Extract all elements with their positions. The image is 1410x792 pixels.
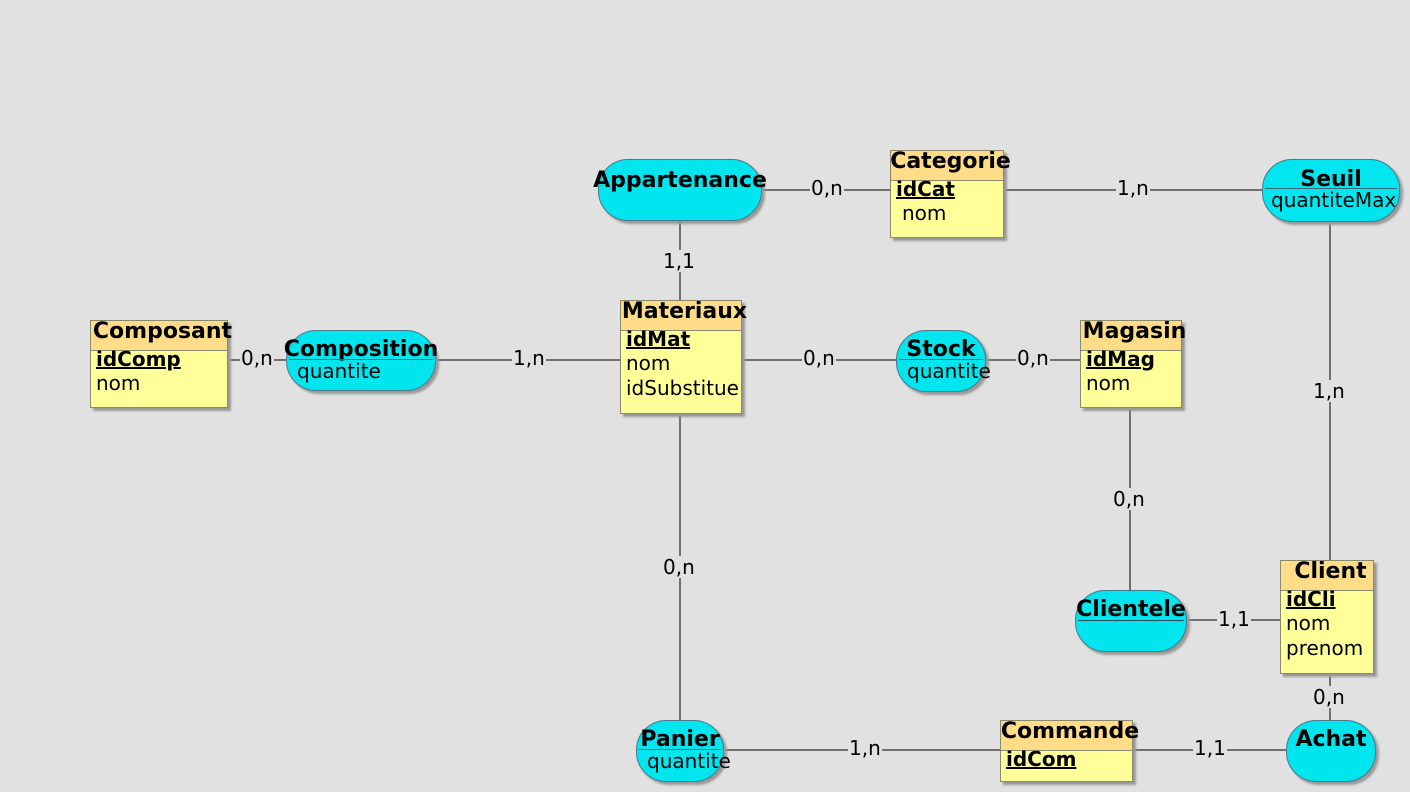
entity-attr: nom — [1286, 611, 1331, 635]
assoc-panier[interactable]: Panier quantite — [636, 720, 731, 782]
entity-client[interactable]: Client idCli nom prenom — [1280, 559, 1374, 674]
assoc-title: Clientele — [1076, 597, 1186, 622]
assoc-attr: quantiteMax — [1271, 188, 1397, 212]
assoc-separator — [639, 749, 721, 750]
cardinality-clientele-client: 1,1 — [1217, 607, 1251, 631]
entity-key: idCli — [1286, 587, 1336, 611]
assoc-title: Appartenance — [593, 168, 767, 193]
entity-magasin[interactable]: Magasin idMag nom — [1080, 319, 1186, 408]
cardinality-magasin-clientele: 0,n — [1112, 487, 1146, 511]
entity-attr: idSubstitue — [626, 376, 739, 400]
cardinality-client-achat: 0,n — [1312, 685, 1346, 709]
entity-title: Client — [1294, 559, 1367, 584]
cardinality-composition-materiaux: 1,n — [512, 346, 546, 370]
entity-attr: nom — [626, 351, 671, 375]
cardinality-materiaux-stock: 0,n — [802, 346, 836, 370]
assoc-title: Achat — [1295, 727, 1367, 752]
cardinality-categorie-seuil: 1,n — [1116, 176, 1150, 200]
assoc-seuil[interactable]: Seuil quantiteMax — [1262, 159, 1400, 222]
assoc-separator — [899, 359, 983, 360]
entity-materiaux[interactable]: Materiaux idMat nom idSubstitue — [620, 299, 747, 414]
cardinality-commande-achat: 1,1 — [1193, 736, 1227, 760]
assoc-stock[interactable]: Stock quantite — [896, 330, 991, 392]
entity-key: idCom — [1006, 747, 1077, 771]
cardinality-panier-commande: 1,n — [848, 736, 882, 760]
assoc-separator — [1265, 188, 1397, 189]
cardinality-appartenance-categorie: 0,n — [810, 176, 844, 200]
cardinality-stock-magasin: 0,n — [1016, 346, 1050, 370]
entity-key: idComp — [96, 347, 181, 371]
entity-attr: nom — [902, 201, 947, 225]
entity-title: Materiaux — [621, 299, 748, 324]
entity-attr: nom — [96, 371, 141, 395]
assoc-title: Panier — [640, 727, 720, 752]
entity-categorie[interactable]: Categorie idCat nom — [890, 149, 1011, 238]
entity-title: Magasin — [1082, 319, 1187, 344]
assoc-separator — [289, 359, 433, 360]
entity-commande[interactable]: Commande idCom — [1000, 719, 1139, 782]
cardinality-materiaux-panier: 0,n — [662, 555, 696, 579]
entity-title: Categorie — [890, 149, 1011, 174]
cardinality-appartenance-materiaux: 1,1 — [662, 249, 696, 273]
entity-title: Composant — [92, 319, 233, 344]
entity-key: idCat — [896, 177, 955, 201]
cardinality-composant-composition: 0,n — [240, 346, 274, 370]
assoc-attr: quantite — [907, 359, 991, 383]
entity-title: Commande — [1000, 719, 1140, 744]
entity-composant[interactable]: Composant idComp nom — [90, 319, 232, 408]
assoc-title: Stock — [906, 337, 976, 362]
assoc-achat[interactable]: Achat — [1286, 720, 1376, 782]
entity-attr: nom — [1086, 371, 1131, 395]
assoc-appartenance[interactable]: Appartenance — [593, 159, 767, 221]
entity-attr: prenom — [1286, 636, 1364, 660]
cardinality-seuil-client: 1,n — [1312, 379, 1346, 403]
assoc-attr: quantite — [297, 359, 381, 383]
assoc-attr: quantite — [647, 749, 731, 773]
assoc-clientele[interactable]: Clientele — [1075, 590, 1187, 652]
entity-key: idMat — [626, 327, 691, 351]
entity-key: idMag — [1086, 347, 1155, 371]
assoc-composition[interactable]: Composition quantite — [284, 330, 438, 391]
assoc-title: Composition — [283, 337, 439, 362]
assoc-separator — [1078, 620, 1184, 621]
assoc-title: Seuil — [1300, 167, 1362, 192]
